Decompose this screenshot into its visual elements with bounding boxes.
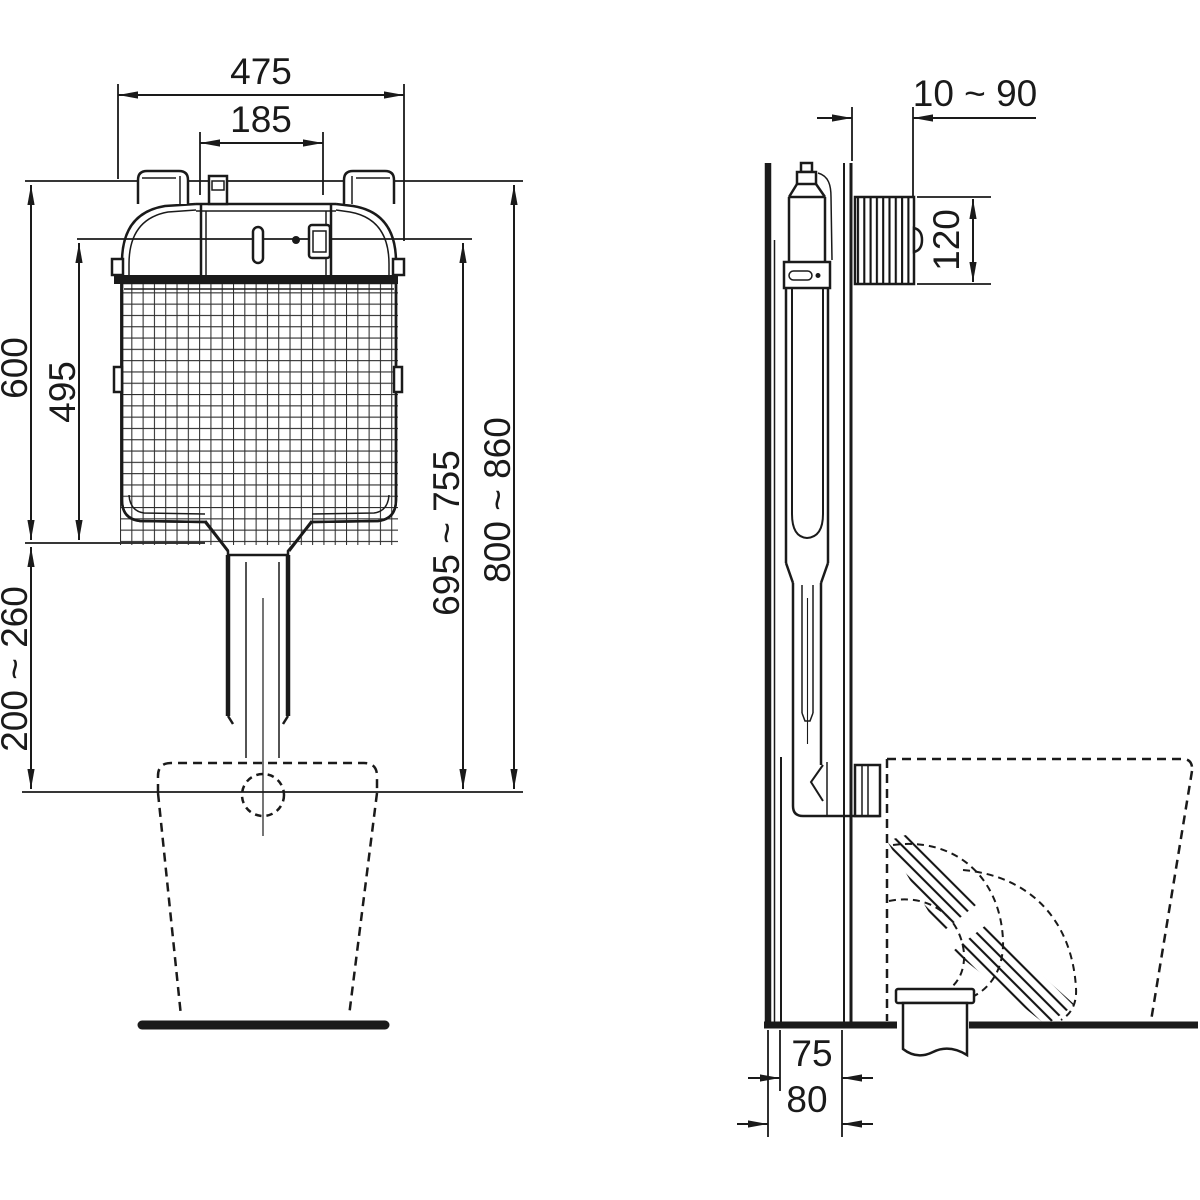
shoulder-right-outer — [335, 202, 398, 281]
dim-outlet-offset: 75 — [748, 1030, 873, 1137]
shaft-clip — [912, 226, 924, 254]
socket-body — [901, 1001, 969, 1058]
panel-dot — [292, 236, 300, 244]
inlet-cap — [795, 170, 818, 186]
side-clip-right-upper — [391, 257, 406, 277]
dim-label-75: 75 — [791, 1033, 832, 1074]
mounting-bracket-right — [342, 169, 396, 204]
panel-slot — [251, 225, 265, 265]
dim-label-495: 495 — [42, 361, 83, 423]
tank-interior — [791, 288, 824, 540]
dim-tank-height: 495 — [42, 243, 83, 540]
dim-label-185: 185 — [230, 99, 292, 140]
flush-plate-shaft — [853, 195, 924, 286]
cistern-side-profile — [782, 161, 882, 818]
drain-socket — [894, 987, 976, 1058]
flush-pipe — [225, 555, 291, 836]
service-band — [782, 260, 832, 290]
shoulder-right-inner — [335, 209, 390, 281]
service-band-dot — [815, 273, 821, 278]
inner-flush-valve — [801, 585, 814, 744]
dim-label-600: 600 — [0, 337, 35, 399]
toilet-side-outline-dashed — [885, 757, 1194, 1022]
trap-wall-hatch-lower — [953, 925, 1075, 1025]
flush-bend-housing — [791, 758, 880, 818]
dim-label-200-260: 200 ~ 260 — [0, 586, 35, 752]
side-clip-left-lower — [112, 365, 124, 394]
dim-label-800-860: 800 ~ 860 — [477, 417, 518, 583]
dim-frame-height: 600 — [0, 185, 35, 540]
dim-flush-pipe-adjust: 200 ~ 260 — [0, 547, 35, 789]
protection-mesh — [120, 281, 398, 545]
tank-bottom-inner-line — [128, 494, 390, 515]
dim-label-475: 475 — [230, 51, 292, 92]
cistern-body-outline — [120, 283, 398, 524]
flush-bend-cut — [809, 764, 824, 802]
toilet-outline-dashed — [156, 761, 379, 1017]
outlet-center-circle — [240, 772, 286, 818]
bowl-interior-curve — [962, 869, 1078, 1021]
dim-label-695-755: 695 ~ 755 — [426, 450, 467, 616]
side-clip-right-lower — [392, 365, 404, 394]
outlet-funnel-right — [287, 520, 314, 552]
inlet-nub — [799, 161, 814, 174]
inlet-hose — [817, 172, 833, 261]
outlet-funnel-left — [203, 520, 230, 552]
cover-seam — [114, 275, 398, 284]
dim-flush-unit-width: 185 — [199, 99, 324, 195]
dim-overall-width: 475 — [117, 51, 405, 241]
service-band-slot — [788, 270, 813, 281]
dim-shaft-height: 120 — [917, 196, 991, 285]
trap-curve-inner — [888, 898, 966, 991]
panel-clip-inner — [312, 230, 327, 253]
dim-cover-height-range: 695 ~ 755 — [426, 243, 467, 789]
access-panel — [196, 202, 336, 281]
dim-frame-depth: 80 — [737, 1079, 873, 1128]
trap-wall-hatch-upper — [887, 833, 976, 933]
socket-flange — [894, 987, 976, 1005]
mounting-bracket-left — [136, 169, 190, 204]
side-view: 10 ~ 90 120 75 80 — [737, 73, 1198, 1137]
dim-label-10-90: 10 ~ 90 — [913, 73, 1037, 114]
dim-shaft-depth-range: 10 ~ 90 — [817, 73, 1037, 196]
panel-clip — [307, 223, 332, 260]
trap-curve-outer — [892, 842, 1005, 997]
shoulder-left-inner — [128, 209, 197, 281]
dim-label-80: 80 — [786, 1079, 827, 1120]
inlet-fitting — [207, 174, 229, 206]
dim-label-120: 120 — [926, 209, 967, 271]
side-clip-left-upper — [110, 257, 125, 277]
shoulder-left-outer — [120, 202, 197, 281]
dim-top-height-range: 800 ~ 860 — [477, 185, 518, 789]
front-view: 475 185 600 495 200 ~ 260 695 ~ 755 800 … — [0, 51, 523, 1030]
